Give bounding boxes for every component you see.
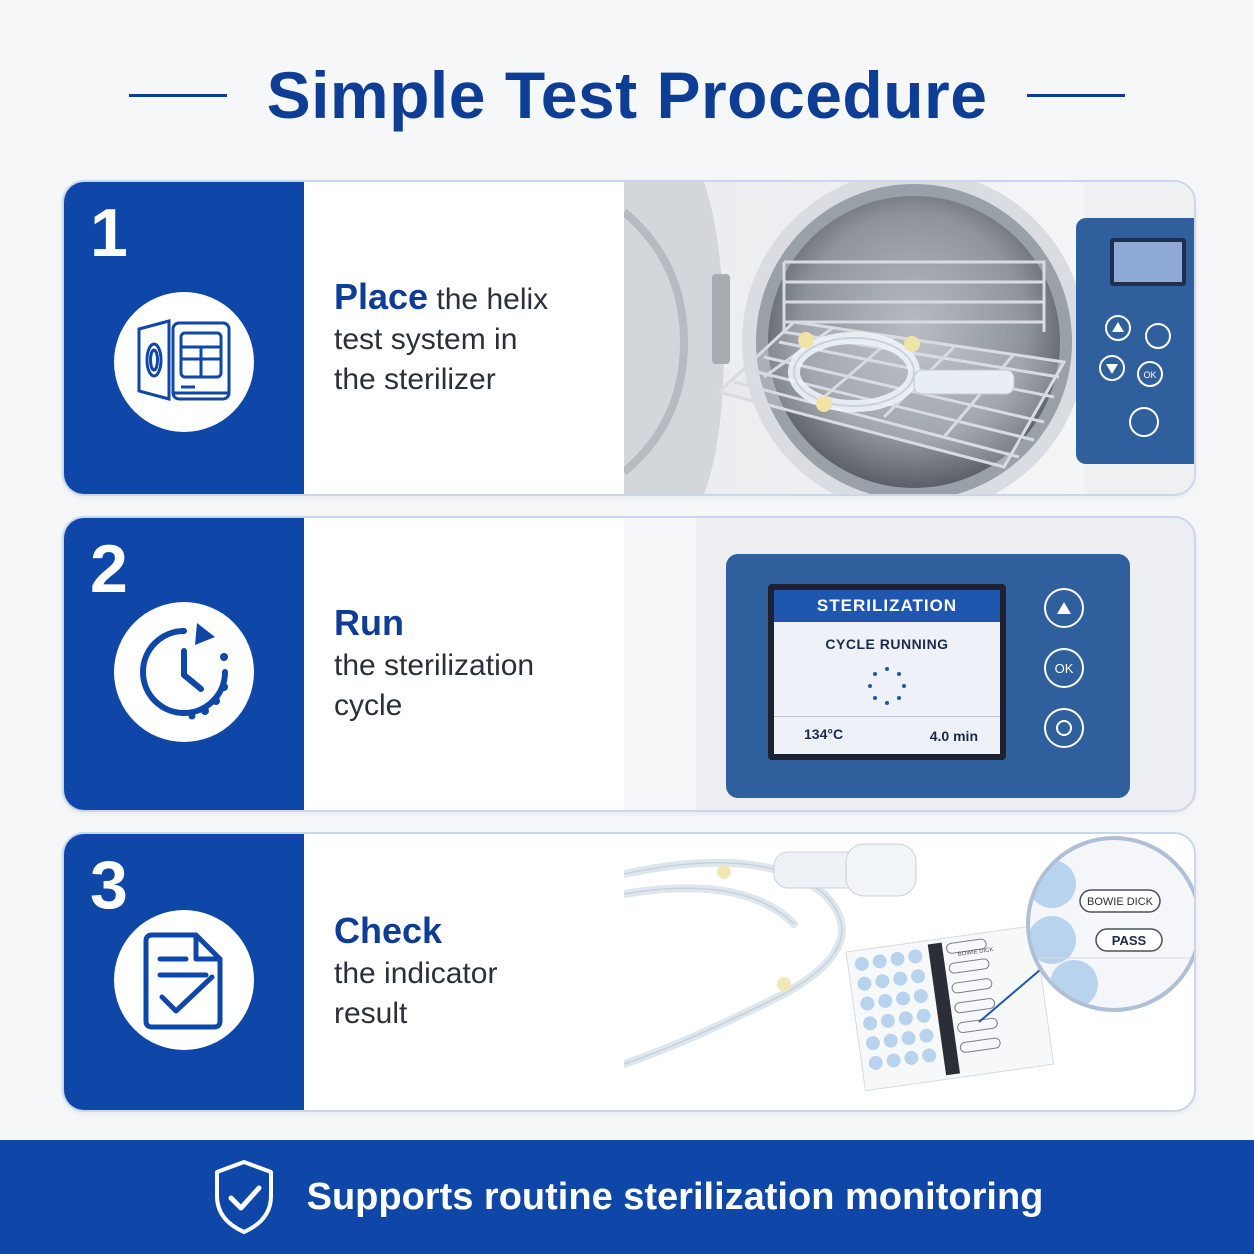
step-card-1: 1 Place the helix test system in xyxy=(62,180,1196,496)
control-panel: STERILIZATION CYCLE RUNNING 134°C 4.0 mi… xyxy=(726,554,1130,798)
step-keyword: Place xyxy=(334,275,429,317)
title-rule-right xyxy=(1027,93,1126,97)
shield-check-icon xyxy=(214,1160,273,1234)
step-text-first: the helix xyxy=(428,282,549,316)
sheet-label: BOWIE DICK xyxy=(957,947,994,958)
step-keyword: Run xyxy=(334,601,404,643)
screen-header: STERILIZATION xyxy=(774,590,1000,622)
checklist-icon xyxy=(114,910,254,1050)
screen-time: 4.0 min xyxy=(929,728,978,744)
step-card-2: 2 Run the sterilization c xyxy=(62,516,1196,812)
indicator-label: BOWIE DICK xyxy=(1087,896,1154,908)
lcd-screen: STERILIZATION CYCLE RUNNING 134°C 4.0 mi… xyxy=(768,584,1006,760)
clock-cycle-icon xyxy=(114,602,254,742)
step-text-line: the sterilizer xyxy=(334,362,496,396)
screen-temperature: 134°C xyxy=(804,726,844,742)
step-number: 3 xyxy=(90,847,128,923)
screen-status: CYCLE RUNNING xyxy=(825,636,949,652)
step-text-line: cycle xyxy=(334,688,403,722)
step-number: 1 xyxy=(90,195,128,271)
triangle-up-icon xyxy=(1057,602,1071,614)
step-card-3: 3 Check the indicator result xyxy=(62,832,1196,1112)
power-button[interactable] xyxy=(1044,708,1084,748)
sterilizer-open-photo: OK xyxy=(624,182,1194,494)
keypad-ok-label: OK xyxy=(1143,370,1156,380)
footer-text: Supports routine sterilization monitorin… xyxy=(306,1175,1044,1218)
step-text-line: the indicator xyxy=(334,956,498,990)
step-2-text: Run the sterilization cycle xyxy=(304,518,624,810)
page-header: Simple Test Procedure xyxy=(0,40,1254,150)
step-text-line: result xyxy=(334,996,408,1030)
ok-button[interactable]: OK xyxy=(1044,648,1084,688)
sterilizer-display-photo: STERILIZATION CYCLE RUNNING 134°C 4.0 mi… xyxy=(624,518,1194,810)
title-rule-left xyxy=(128,93,227,97)
page-title: Simple Test Procedure xyxy=(266,58,988,132)
autoclave-icon xyxy=(114,292,254,432)
step-3-text: Check the indicator result xyxy=(304,834,624,1110)
footer-banner: Supports routine sterilization monitorin… xyxy=(0,1140,1254,1254)
step-keyword: Check xyxy=(334,909,443,951)
loading-spinner-icon xyxy=(868,667,906,705)
step-3-panel: 3 xyxy=(64,834,304,1110)
step-1-panel: 1 xyxy=(64,182,304,494)
step-text-line: test system in xyxy=(334,322,518,356)
up-button[interactable] xyxy=(1044,588,1084,628)
step-number: 2 xyxy=(90,531,128,607)
indicator-result-photo: BOWIE DICK BOWIE DICK PASS xyxy=(624,834,1194,1110)
indicator-result: PASS xyxy=(1112,933,1147,948)
step-2-panel: 2 xyxy=(64,518,304,810)
step-1-text: Place the helix test system in the steri… xyxy=(304,182,624,494)
step-text-line: the sterilization xyxy=(334,648,535,682)
ring-icon xyxy=(1056,720,1072,736)
